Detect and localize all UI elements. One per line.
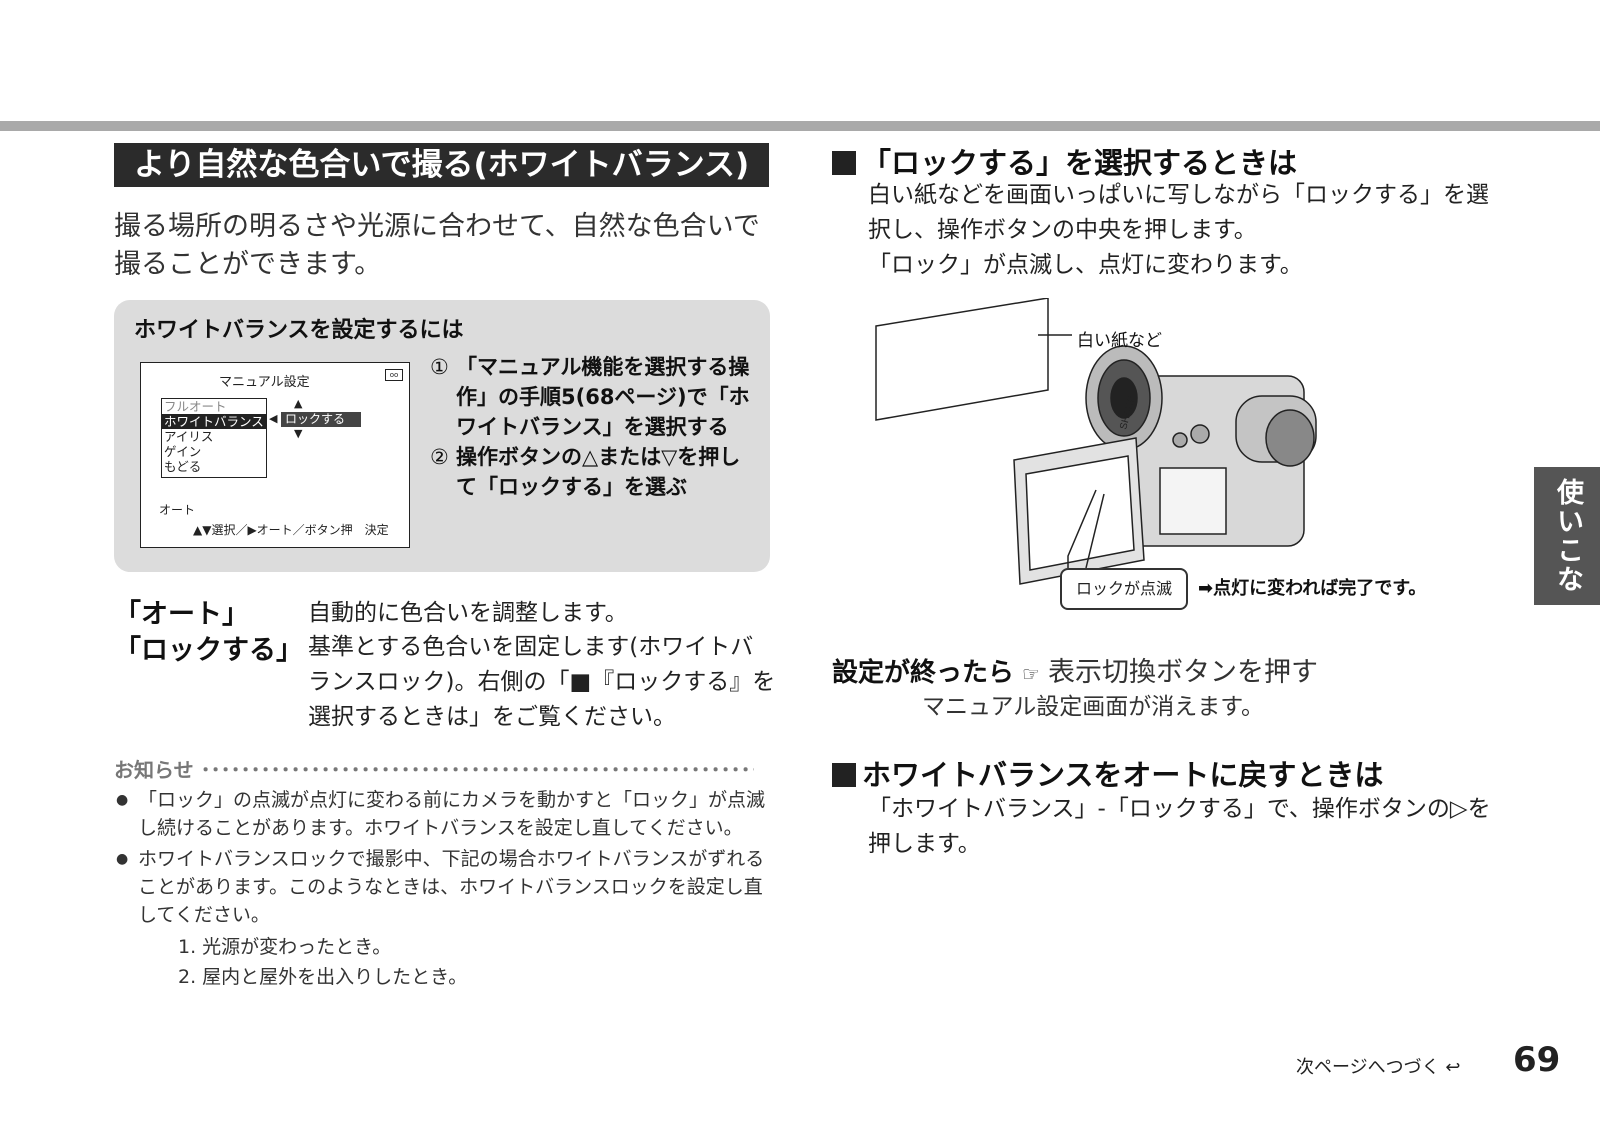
lock-text-1: 白い紙などを画面いっぱいに写しながら「ロックする」を選択し、操作ボタンの中央を押… xyxy=(868,182,1489,243)
notice-item: ● ホワイトバランスロックで撮影中、下記の場合ホワイトバランスがずれることがありま… xyxy=(114,845,774,929)
panel-title: ホワイトバランスを設定するには xyxy=(134,318,464,343)
selected-value: ロックする xyxy=(281,412,361,427)
lock-heading: 「ロックする」を選択するときは xyxy=(832,140,1297,182)
next-page-note: 次ページへつづく ↩ xyxy=(1296,1053,1460,1079)
next-page-text: 次ページへつづく xyxy=(1296,1057,1440,1078)
notice-subitem: 1. 光源が変わったとき。 xyxy=(178,936,392,958)
left-arrow-icon: ◀ xyxy=(269,412,278,425)
screen-status: オート xyxy=(159,503,196,517)
term-lock: 「ロックする」 xyxy=(114,635,303,666)
side-tab: 使いこなす xyxy=(1486,467,1600,605)
callout-done: ➡点灯に変われば完了です。 xyxy=(1198,574,1426,600)
step-item: ① 「マニュアル機能を選択する操作」の手順5(68ページ)で「ホワイトバランス」… xyxy=(430,352,760,442)
menu-item: フルオート xyxy=(164,399,227,414)
notice-list: ● 「ロック」の点滅が点灯に変わる前にカメラを動かすと「ロック」が点滅し続けること… xyxy=(114,786,774,992)
camcorder-illustration: SHARP xyxy=(875,298,1317,585)
intro-text: 撮る場所の明るさや光源に合わせて、自然な色合いで撮ることができます。 xyxy=(114,211,760,280)
menu-item: もどる xyxy=(164,459,202,474)
after-setting-bold: 設定が終ったら xyxy=(832,658,1015,688)
white-paper xyxy=(875,298,1049,421)
menu-list: フルオート ホワイトバランス アイリス ゲイン もどる xyxy=(161,398,267,478)
auto-text: 「ホワイトバランス」-「ロックする」で、操作ボタンの▷を押します。 xyxy=(868,796,1491,857)
camcorder-body xyxy=(1013,345,1317,585)
dotted-leader: ････････････････････････････････････････… xyxy=(200,758,754,782)
setup-panel: ホワイトバランスを設定するには マニュアル設定 oo フルオート ホワイトバラン… xyxy=(114,300,770,572)
term-auto: 「オート」 xyxy=(114,599,249,630)
top-rule xyxy=(0,121,1600,131)
step-item: ② 操作ボタンの△または▽を押して「ロックする」を選ぶ xyxy=(430,442,760,502)
after-setting-line: 設定が終ったら ☞ 表示切換ボタンを押す xyxy=(832,650,1318,689)
pointing-hand-icon: ☞ xyxy=(1022,662,1040,686)
auto-heading-text: ホワイトバランスをオートに戻すときは xyxy=(862,758,1384,792)
notice-heading: お知らせ ･･･････････････････････････････････… xyxy=(114,754,754,783)
step-number: ② xyxy=(430,445,449,469)
down-arrow-icon: ▼ xyxy=(294,427,303,440)
step-text: 操作ボタンの△または▽を押して「ロックする」を選ぶ xyxy=(456,445,741,499)
step-list: ① 「マニュアル機能を選択する操作」の手順5(68ページ)で「ホワイトバランス」… xyxy=(430,352,760,502)
lock-text-2: 「ロック」が点滅し、点灯に変わります。 xyxy=(868,252,1303,278)
menu-item: アイリス xyxy=(164,429,214,444)
blink-leader-line xyxy=(1067,489,1097,568)
notice-item: ● 「ロック」の点滅が点灯に変わる前にカメラを動かすと「ロック」が点滅し続けること… xyxy=(114,786,774,842)
notice-text: ホワイトバランスロックで撮影中、下記の場合ホワイトバランスがずれることがあります… xyxy=(138,848,765,926)
square-icon xyxy=(832,151,856,175)
tape-icon: oo xyxy=(385,369,403,381)
step-number: ① xyxy=(430,355,449,379)
menu-item-selected: ホワイトバランス xyxy=(162,414,266,429)
term-lock-desc: 基準とする色合いを固定します(ホワイトバランスロック)。右側の「■『ロックする』… xyxy=(308,634,776,730)
blink-leader-line-2 xyxy=(1085,493,1105,569)
callout-paper: 白い紙など xyxy=(1077,331,1162,351)
bullet-icon: ● xyxy=(116,851,129,867)
lock-heading-text: 「ロックする」を選択するときは xyxy=(862,146,1298,180)
notice-title: お知らせ xyxy=(114,758,194,782)
section-title: より自然な色合いで撮る(ホワイトバランス) xyxy=(114,143,769,187)
turn-page-icon: ↩ xyxy=(1445,1057,1461,1078)
page-number: 69 xyxy=(1513,1040,1561,1080)
up-arrow-icon: ▲ xyxy=(294,397,303,410)
callout-blink: ロックが点滅 xyxy=(1060,568,1188,610)
notice-subitem: 2. 屋内と屋外を出入りしたとき。 xyxy=(178,966,468,988)
screen-footer: ▲▼選択／▶オート／ボタン押 決定 xyxy=(193,523,389,537)
square-icon xyxy=(832,763,856,787)
right-arrow-icon: ➡ xyxy=(1198,578,1214,599)
screen-title: マニュアル設定 xyxy=(219,375,310,390)
auto-heading: ホワイトバランスをオートに戻すときは xyxy=(832,752,1383,794)
callout-done-text: 点灯に変われば完了です。 xyxy=(1213,578,1427,599)
term-auto-desc: 自動的に色合いを調整します。 xyxy=(308,600,628,626)
menu-item: ゲイン xyxy=(164,444,202,459)
notice-text: 「ロック」の点滅が点灯に変わる前にカメラを動かすと「ロック」が点滅し続けることが… xyxy=(138,789,766,839)
step-text: 「マニュアル機能を選択する操作」の手順5(68ページ)で「ホワイトバランス」を選… xyxy=(456,355,750,439)
after-setting-action: 表示切換ボタンを押す xyxy=(1047,657,1318,688)
after-setting-result: マニュアル設定画面が消えます。 xyxy=(922,694,1265,720)
bullet-icon: ● xyxy=(116,792,129,808)
menu-screen-illustration: マニュアル設定 oo フルオート ホワイトバランス アイリス ゲイン もどる ◀… xyxy=(140,362,410,548)
